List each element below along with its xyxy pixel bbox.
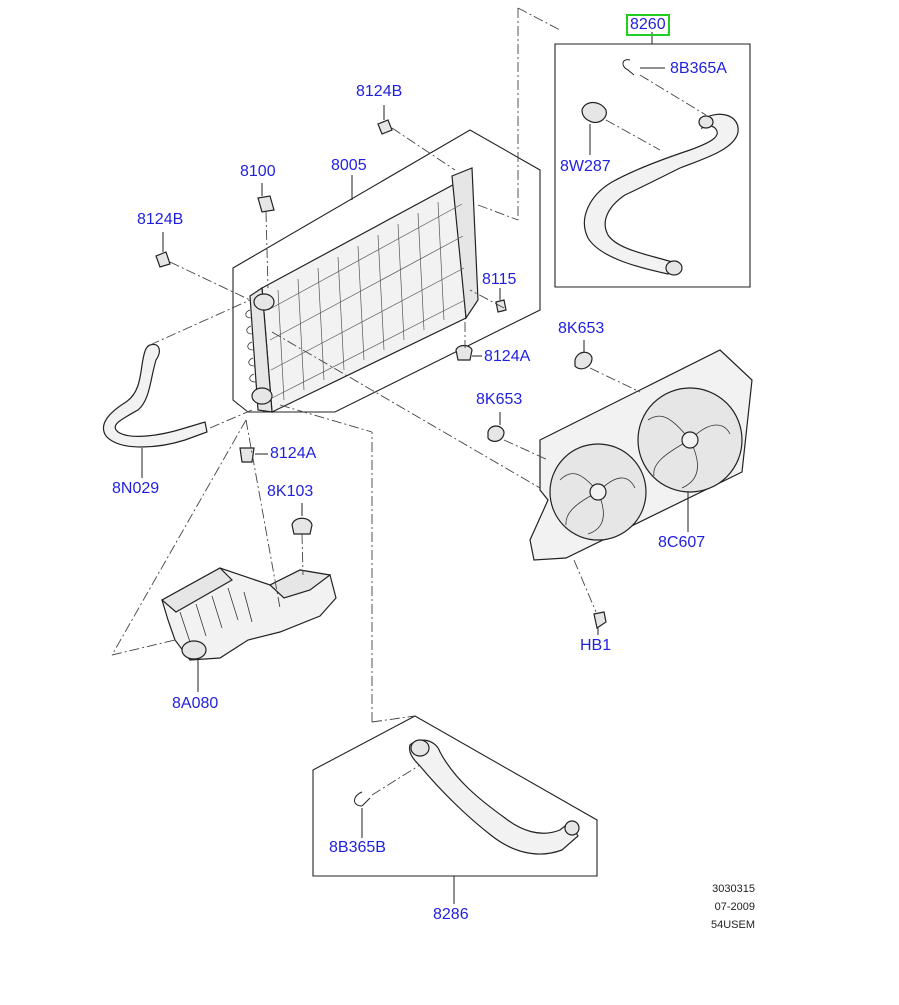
footer-code: 54USEM (710, 919, 755, 931)
radiator[interactable] (245, 167, 479, 413)
callout-8B365A[interactable]: 8B365A (670, 60, 727, 77)
hose-clamp-8B365A[interactable] (622, 59, 635, 76)
grommet-8K653-top[interactable] (574, 351, 593, 370)
radiator-box (232, 129, 541, 413)
lower-hose-8N029[interactable] (102, 343, 208, 448)
callout-8124A-left[interactable]: 8124A (270, 445, 317, 462)
radiator-bracket-8124B-top[interactable] (377, 119, 393, 135)
cooling-fan-shroud[interactable] (529, 349, 753, 561)
grommet-8K653-mid[interactable] (487, 425, 505, 442)
callout-8260[interactable]: 8260 (626, 14, 670, 36)
radiator-bracket-8124A-left[interactable] (239, 447, 255, 463)
footer-ref-number: 3030315 (712, 883, 755, 895)
radiator-group (155, 7, 561, 463)
callout-8C607[interactable]: 8C607 (658, 534, 706, 551)
lower-hose-8N029-group (102, 299, 253, 478)
callout-8B365B[interactable]: 8B365B (329, 839, 386, 856)
coolant-reservoir-8A080[interactable] (160, 567, 337, 661)
radiator-bracket-8124B-left[interactable] (155, 251, 171, 268)
reservoir-cap-8K103[interactable] (291, 517, 313, 535)
callout-8115[interactable]: 8115 (482, 271, 517, 288)
radiator-cap-8100[interactable] (257, 195, 275, 213)
callout-8N029[interactable]: 8N029 (112, 480, 160, 497)
callout-8K653-mid[interactable]: 8K653 (476, 391, 523, 408)
radiator-bracket-8124A-right[interactable] (455, 344, 473, 361)
callout-8124B-left[interactable]: 8124B (137, 211, 184, 228)
callout-8A080[interactable]: 8A080 (172, 695, 219, 712)
callout-8124B-top[interactable]: 8124B (356, 83, 403, 100)
hose-clamp-8W287[interactable] (581, 101, 607, 123)
lower-hose-8286-group (279, 404, 598, 904)
callout-8005[interactable]: 8005 (331, 157, 367, 174)
callout-8124A-right[interactable]: 8124A (484, 348, 531, 365)
callout-8100[interactable]: 8100 (240, 163, 276, 180)
fan-shroud-group (271, 331, 753, 635)
callout-8W287[interactable]: 8W287 (560, 158, 611, 175)
footer-date: 07-2009 (714, 901, 755, 913)
callout-8K103[interactable]: 8K103 (267, 483, 314, 500)
bolt-HB1[interactable] (593, 611, 607, 629)
reservoir-group (111, 419, 337, 692)
callout-8K653-top[interactable]: 8K653 (558, 320, 605, 337)
lower-hose-box (312, 715, 598, 877)
upper-hose-box (554, 43, 751, 288)
hose-clamp-8B365B[interactable] (354, 791, 371, 807)
upper-radiator-hose[interactable] (583, 113, 739, 275)
callout-8286[interactable]: 8286 (433, 906, 469, 923)
upper-hose-group (554, 32, 751, 288)
lower-radiator-hose-8286[interactable] (408, 739, 579, 855)
callout-HB1[interactable]: HB1 (580, 637, 612, 654)
